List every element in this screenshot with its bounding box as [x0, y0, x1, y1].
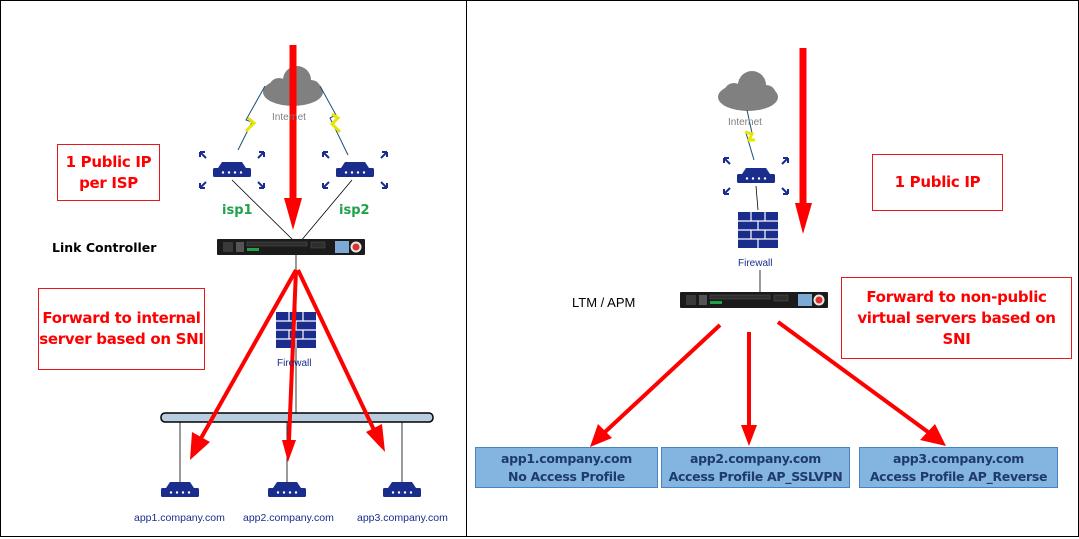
- link-controller-label: Link Controller: [52, 240, 157, 255]
- ltm-apm-label: LTM / APM: [572, 295, 636, 310]
- wan-link-isp1: [237, 85, 266, 151]
- traffic-arrow-vs-app3: [776, 320, 930, 434]
- host-label-app1: app1.company.com: [134, 512, 225, 524]
- virtual-server-app2: app2.company.com Access Profile AP_SSLVP…: [661, 447, 850, 488]
- arrowhead: [741, 425, 757, 446]
- isp1-label: isp1: [222, 203, 253, 218]
- traffic-arrow-app2: [287, 269, 298, 441]
- arrowhead: [190, 432, 210, 460]
- link-isp2-to-controller: [299, 179, 353, 243]
- traffic-arrow-app3: [296, 269, 376, 431]
- arrowhead: [795, 203, 812, 234]
- ltm-apm-appliance-icon: [679, 291, 829, 309]
- vs-profile: Access Profile AP_Reverse: [869, 469, 1048, 484]
- vs-host: app3.company.com: [892, 451, 1025, 466]
- traffic-arrow-app1: [198, 269, 298, 441]
- host-label-app3: app3.company.com: [357, 512, 448, 524]
- internet-label: Internet: [728, 117, 762, 128]
- callout-forward-internal-sni: Forward to internal server based on SNI: [38, 288, 205, 370]
- internet-label: Internet: [272, 112, 306, 123]
- host-label-app2: app2.company.com: [243, 512, 334, 524]
- link-isp1-to-controller: [231, 179, 296, 243]
- arrowhead: [284, 198, 302, 230]
- vs-host: app1.company.com: [500, 451, 633, 466]
- wan-link-isp2: [319, 85, 349, 156]
- virtual-server-app3: app3.company.com Access Profile AP_Rever…: [859, 447, 1058, 488]
- arrowhead: [366, 424, 385, 452]
- link-controller-appliance-icon: [216, 238, 366, 256]
- lightning-icon: [244, 116, 257, 133]
- isp1-router-icon: [199, 151, 265, 189]
- vs-profile: Access Profile AP_SSLVPN: [668, 469, 843, 484]
- arrowhead: [920, 424, 946, 446]
- internet-cloud-icon: [718, 71, 778, 111]
- lan-segment: [160, 412, 434, 423]
- link-router-to-firewall: [755, 185, 759, 211]
- app2-server-icon: [268, 482, 306, 497]
- arrowhead: [282, 440, 296, 462]
- arrowhead: [590, 424, 612, 447]
- vs-profile: No Access Profile: [508, 469, 625, 484]
- lightning-icon: [744, 130, 755, 142]
- callout-one-public-ip: 1 Public IP: [872, 154, 1003, 211]
- lightning-icon: [329, 112, 342, 134]
- firewall-label: Firewall: [738, 258, 773, 269]
- isp2-label: isp2: [339, 203, 370, 218]
- app1-server-icon: [161, 482, 199, 497]
- callout-forward-nonpublic-vs-sni: Forward to non-public virtual servers ba…: [841, 277, 1072, 359]
- callout-public-ip-per-isp: 1 Public IP per ISP: [57, 144, 160, 201]
- traffic-arrow-vs-app1: [603, 323, 722, 434]
- vs-host: app2.company.com: [689, 451, 822, 466]
- firewall-icon: [737, 211, 779, 249]
- app3-server-icon: [383, 482, 421, 497]
- isp2-router-icon: [322, 151, 388, 189]
- virtual-server-app1: app1.company.com No Access Profile: [475, 447, 658, 488]
- firewall-label: Firewall: [277, 358, 312, 369]
